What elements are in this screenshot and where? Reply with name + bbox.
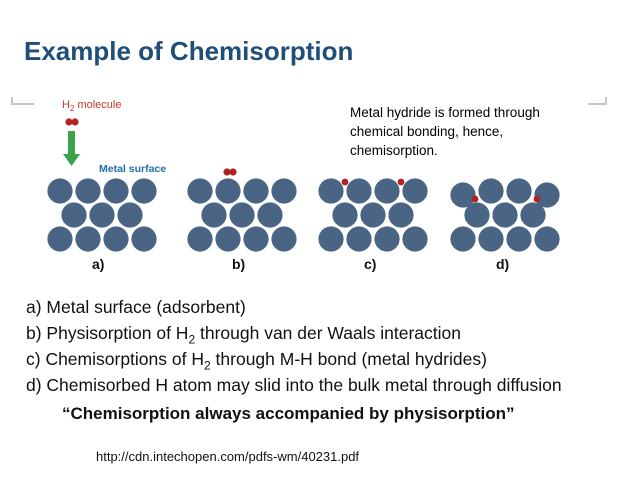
metal-atom [492, 202, 518, 228]
arrow-shaft [68, 131, 75, 155]
h-atom [397, 178, 405, 186]
metal-atom [534, 182, 560, 208]
metal-atom [131, 226, 157, 252]
panel-label-a: a) [92, 256, 105, 272]
metal-atom [201, 202, 227, 228]
metal-atom [47, 226, 73, 252]
metal-atom [187, 178, 213, 204]
h2-molecule-label: H2 molecule [62, 99, 122, 114]
h-atom [341, 178, 349, 186]
metal-atom [402, 178, 428, 204]
metal-atom [374, 178, 400, 204]
metal-atom [243, 226, 269, 252]
metal-atom [464, 202, 490, 228]
metal-atom [332, 202, 358, 228]
lattice-a [47, 178, 157, 252]
metal-atom [131, 178, 157, 204]
metal-atom [215, 178, 241, 204]
lattice-c [318, 178, 428, 252]
lattice-d [450, 178, 560, 252]
metal-atom [117, 202, 143, 228]
metal-atom [75, 226, 101, 252]
metal-atom [450, 226, 476, 252]
metal-lattices [47, 168, 560, 252]
metal-atom [89, 202, 115, 228]
metal-atom [374, 226, 400, 252]
metal-atom [450, 182, 476, 208]
metal-atom [243, 178, 269, 204]
panel-label-b: b) [232, 256, 246, 272]
h-atom [71, 118, 79, 126]
metal-atom [360, 202, 386, 228]
metal-atom [506, 178, 532, 204]
caption-c: c) Chemisorptions of H2 through M-H bond… [26, 349, 487, 373]
metal-atom [520, 202, 546, 228]
metal-atom [103, 178, 129, 204]
metal-atom [61, 202, 87, 228]
h-atom [471, 195, 479, 203]
metal-atom [257, 202, 283, 228]
metal-surface-label: Metal surface [99, 163, 167, 175]
metal-atom [271, 178, 297, 204]
metal-atom [346, 226, 372, 252]
panel-label-c: c) [364, 256, 377, 272]
metal-atom [402, 226, 428, 252]
h-atom [533, 195, 541, 203]
caption-b: b) Physisorption of H2 through van der W… [26, 323, 462, 347]
metal-atom [215, 226, 241, 252]
arrow-head [63, 154, 80, 166]
panel-label-d: d) [496, 256, 510, 272]
corner-bracket-left [11, 97, 34, 105]
metal-atom [47, 178, 73, 204]
metal-atom [478, 178, 504, 204]
corner-brackets [11, 97, 607, 105]
caption-d: d) Chemisorbed H atom may slid into the … [26, 375, 562, 395]
h-atom [65, 118, 73, 126]
quote: “Chemisorption always accompanied by phy… [62, 404, 515, 423]
metal-atom [478, 226, 504, 252]
h-atom [229, 168, 237, 176]
metal-atom [506, 226, 532, 252]
metal-atom [229, 202, 255, 228]
metal-atom [388, 202, 414, 228]
metal-atom [103, 226, 129, 252]
caption-a: a) Metal surface (adsorbent) [26, 297, 246, 317]
metal-atom [318, 226, 344, 252]
h-atom [223, 168, 231, 176]
slide-title: Example of Chemisorption [24, 36, 354, 66]
metal-atom [318, 178, 344, 204]
corner-bracket-right [588, 97, 607, 105]
h2-molecule [65, 118, 79, 126]
metal-hydride-note: Metal hydride is formed through chemical… [350, 105, 540, 158]
metal-atom [346, 178, 372, 204]
metal-atom [534, 226, 560, 252]
metal-atom [271, 226, 297, 252]
lattice-b [187, 178, 297, 252]
source-url: http://cdn.intechopen.com/pdfs-wm/40231.… [96, 449, 360, 464]
metal-atom [187, 226, 213, 252]
metal-atom [75, 178, 101, 204]
down-arrow [63, 131, 80, 166]
